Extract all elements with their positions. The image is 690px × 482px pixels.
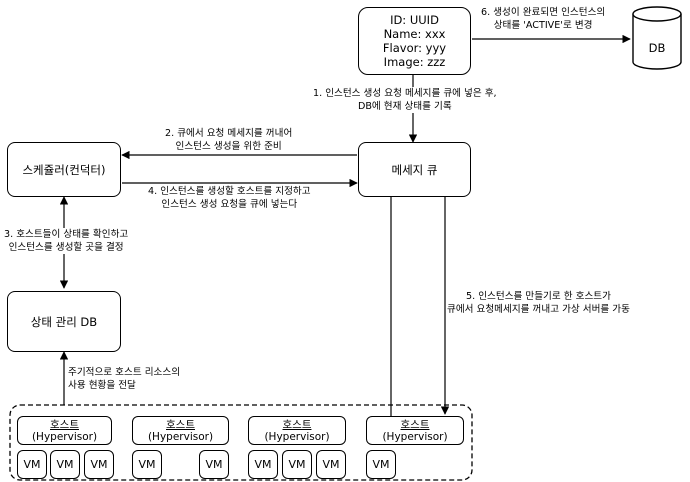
message-queue-box: 메세지 큐	[358, 142, 471, 197]
instance-info-box: ID: UUID Name: xxx Flavor: yyy Image: zz…	[358, 7, 471, 75]
vm-h1-2: VM	[50, 450, 80, 479]
host-group-border	[9, 404, 473, 481]
scheduler-box: 스케쥴러(컨덕터)	[7, 142, 121, 197]
db-cylinder	[632, 6, 682, 70]
info-flavor: Flavor: yyy	[382, 41, 447, 55]
info-id: ID: UUID	[390, 13, 439, 27]
info-image: Image: zzz	[383, 55, 446, 69]
vm-h1-3: VM	[84, 450, 114, 479]
step2-label: 2. 큐에서 요청 메세지를 꺼내어 인스턴스 생성을 위한 준비	[164, 127, 294, 153]
host-2: 호스트 (Hypervisor)	[132, 416, 229, 445]
db-label: DB	[648, 41, 666, 55]
step5-label: 5. 인스턴스를 만들기로 한 호스트가 큐에서 요청메세지를 꺼내고 가상 서…	[446, 290, 631, 316]
host-3: 호스트 (Hypervisor)	[248, 416, 346, 445]
step4-label: 4. 인스턴스를 생성할 호스트를 지정하고 인스턴스 생성 요청을 큐에 넣는…	[147, 185, 312, 211]
state-db-label: 상태 관리 DB	[30, 314, 98, 329]
periodic-label: 주기적으로 호스트 리소스의 사용 현황을 전달	[67, 366, 182, 392]
host-4: 호스트 (Hypervisor)	[366, 416, 464, 445]
state-db-box: 상태 관리 DB	[7, 291, 121, 352]
vm-h4-1: VM	[366, 450, 396, 479]
step3-label: 3. 호스트들이 상태를 확인하고 인스턴스를 생성할 곳을 결정	[3, 228, 130, 254]
info-name: Name: xxx	[383, 27, 446, 41]
vm-h3-2: VM	[282, 450, 312, 479]
vm-h3-3: VM	[316, 450, 346, 479]
step6-label: 6. 생성이 완료되면 인스턴스의 상태를 'ACTIVE'로 변경	[480, 6, 607, 32]
scheduler-label: 스케쥴러(컨덕터)	[22, 162, 106, 177]
step1-label: 1. 인스턴스 생성 요청 메세지를 큐에 넣은 후, DB에 현재 상태를 기…	[312, 87, 498, 113]
host-1: 호스트 (Hypervisor)	[17, 416, 112, 445]
vm-h2-2: VM	[199, 450, 229, 479]
message-queue-label: 메세지 큐	[391, 162, 438, 177]
vm-h3-1: VM	[248, 450, 278, 479]
vm-h2-1: VM	[132, 450, 162, 479]
vm-h1-1: VM	[17, 450, 47, 479]
